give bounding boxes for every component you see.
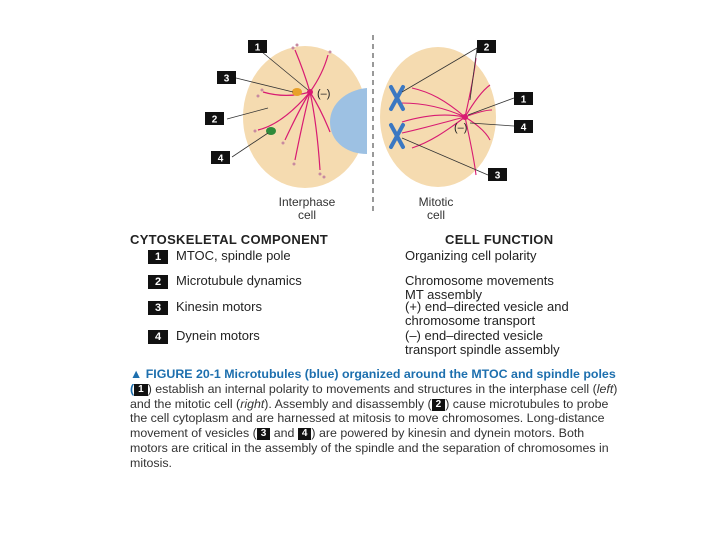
chromosome-lower — [389, 123, 405, 149]
figure-marker: ▲ — [130, 367, 143, 381]
inline-badge-1: 1 — [134, 383, 148, 396]
spindle-pole — [462, 114, 468, 120]
callout-4: 4 — [211, 132, 269, 165]
callout-4: 4 — [469, 120, 533, 134]
inline-badge-2: 2 — [431, 398, 446, 411]
row-component: Microtubule dynamics — [176, 273, 302, 288]
callout-3: 3 — [401, 137, 507, 182]
svg-text:4: 4 — [218, 154, 224, 165]
callout-1: 1 — [467, 92, 533, 116]
interphase-minus-label: (–) — [317, 88, 330, 100]
row-function: (+) end–directed vesicle and chromosome … — [405, 299, 569, 328]
table-header-component: CYTOSKELETAL COMPONENT — [130, 232, 329, 247]
callout-1: 1 — [248, 40, 309, 91]
svg-text:4: 4 — [521, 123, 527, 134]
mitotic-callouts: 2 1 4 3 — [401, 40, 533, 182]
callout-2: 2 — [401, 40, 496, 101]
interphase-callouts: 1 3 2 4 — [205, 40, 309, 165]
svg-text:3: 3 — [224, 74, 230, 85]
interphase-microtubules — [257, 49, 331, 171]
figure-title: FIGURE 20-1 — [145, 367, 221, 381]
row-number-badge: 1 — [148, 250, 168, 264]
caption-segment-3: ). Assembly and disassembly ( — [264, 396, 432, 411]
chromosome-upper — [389, 85, 405, 111]
figure-caption: ▲ FIGURE 20-1 Microtubules (blue) organi… — [130, 367, 620, 471]
row-number-badge: 4 — [148, 330, 168, 344]
mitotic-cell-figure: (–) — [380, 47, 496, 187]
caption-segment-4: ) cause microtubules to probe the cell c… — [130, 396, 609, 441]
svg-text:2: 2 — [212, 115, 218, 126]
row-number-badge: 2 — [148, 275, 168, 289]
callout-2: 2 — [205, 107, 269, 126]
interphase-cell-caption: Interphase cell — [278, 195, 336, 222]
caption-right-word: right — [240, 396, 265, 411]
figure-title-text: Microtubules (blue) organized around the… — [130, 367, 616, 396]
nucleus — [330, 88, 367, 154]
caption-segment-2: ) and the mitotic cell ( — [130, 381, 618, 411]
callout-3: 3 — [217, 71, 294, 93]
svg-text:2: 2 — [484, 43, 490, 54]
row-function: (–) end–directed vesicle transport spind… — [405, 328, 560, 357]
kinesin-vesicle — [292, 88, 302, 96]
svg-text:1: 1 — [255, 43, 261, 54]
mtoc-spindle-pole — [307, 89, 313, 95]
cell-diagram: (–) 1 3 2 4 — [205, 35, 533, 215]
svg-text:3: 3 — [495, 171, 501, 182]
mitotic-minus-label: (–) — [454, 122, 467, 134]
mitotic-cell-body — [380, 47, 496, 187]
row-component: Kinesin motors — [176, 299, 262, 314]
inline-badge-4: 4 — [297, 428, 312, 441]
caption-segment-5: ) are powered by kinesin and dynein moto… — [130, 426, 609, 470]
table-header-function: CELL FUNCTION — [445, 232, 554, 247]
caption-left-word: left — [596, 381, 614, 396]
row-function: Chromosome movements MT assembly — [405, 273, 554, 302]
interphase-cell-figure: (–) — [243, 43, 367, 188]
row-function: Organizing cell polarity — [405, 248, 537, 263]
interphase-cell-body — [243, 46, 367, 188]
inline-badge-3: 3 — [256, 428, 271, 441]
caption-segment-1: ) establish an internal polarity to move… — [147, 381, 597, 396]
cytoplasm-dots — [253, 43, 332, 179]
row-component: Dynein motors — [176, 328, 260, 343]
svg-text:1: 1 — [521, 95, 527, 106]
row-number-badge: 3 — [148, 301, 168, 315]
caption-and-word: and — [273, 426, 295, 441]
row-component: MTOC, spindle pole — [176, 248, 291, 263]
dynein-vesicle — [266, 127, 276, 135]
mitotic-cell-caption: Mitotic cell — [418, 195, 454, 222]
